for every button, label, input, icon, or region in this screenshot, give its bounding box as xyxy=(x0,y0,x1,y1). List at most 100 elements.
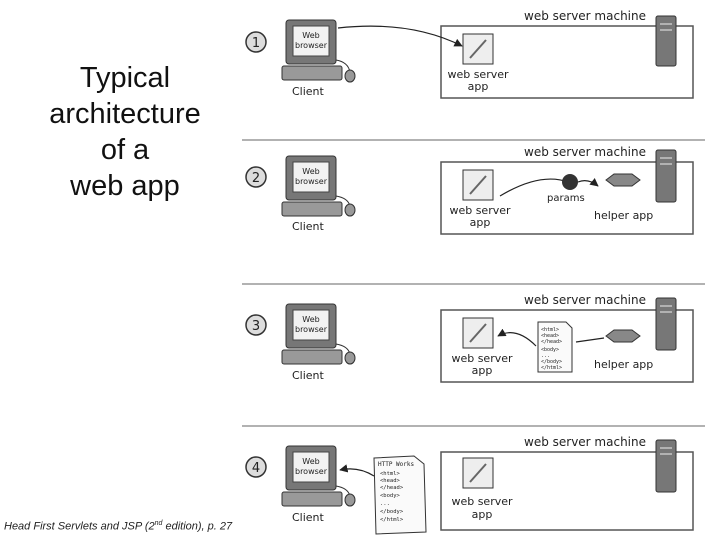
server-machine-label: web server machine xyxy=(524,145,646,159)
server-tower xyxy=(655,149,677,203)
step-badge xyxy=(245,31,267,53)
slide-title: Typical architecture of a web app xyxy=(20,60,230,204)
step-number: 1 xyxy=(252,36,260,51)
http-document-line: </body> xyxy=(380,509,404,515)
keyboard xyxy=(281,349,343,365)
server-machine-frame xyxy=(440,161,694,235)
http-document-page xyxy=(373,455,427,535)
server-app-box xyxy=(462,457,494,489)
server-machine-frame xyxy=(440,451,694,531)
request-arrow xyxy=(337,25,463,47)
browser-label-line2: browser xyxy=(295,177,328,186)
server-machine-frame xyxy=(440,25,694,99)
mouse xyxy=(344,351,356,365)
client-computer: Web browser Client xyxy=(281,155,356,233)
browser-label-line1: Web xyxy=(302,167,319,176)
citation-superscript: nd xyxy=(154,520,163,527)
architecture-diagram: 1 Web browser Client web server machine … xyxy=(242,9,705,535)
html-document-line: <head> xyxy=(541,333,559,339)
server-machine-frame xyxy=(440,309,694,383)
server-app-icon xyxy=(469,323,487,343)
title-line-2: architecture xyxy=(49,98,201,130)
http-document-line: </head> xyxy=(380,485,404,491)
tower-body xyxy=(655,439,677,493)
browser-label-line2: browser xyxy=(295,41,328,50)
step-badge xyxy=(245,166,267,188)
http-document-header: HTTP Works xyxy=(378,461,415,468)
http-document-line: <head> xyxy=(380,478,401,484)
server-machine-label: web server machine xyxy=(524,293,646,307)
server-app-icon xyxy=(469,463,487,483)
client-label: Client xyxy=(292,511,325,524)
step-4: 4 Web browser Client web server machine … xyxy=(245,435,694,535)
server-machine-label: web server machine xyxy=(524,435,646,449)
html-document-line: <body> xyxy=(541,347,559,353)
tower-body xyxy=(655,297,677,351)
tower-body xyxy=(655,15,677,67)
keyboard xyxy=(281,65,343,81)
html-document-line: </body> xyxy=(541,359,562,365)
params-dot xyxy=(562,174,578,190)
server-app-label-line1: web server xyxy=(451,495,513,508)
http-document-line: <html> xyxy=(380,471,401,477)
server-app-label-line2: app xyxy=(472,364,493,377)
mouse xyxy=(344,493,356,507)
client-label: Client xyxy=(292,369,325,382)
response-arrow xyxy=(339,464,375,477)
server-app-label-line1: web server xyxy=(451,352,513,365)
step-3: 3 Web browser Client web server machine … xyxy=(245,293,694,383)
tower-body xyxy=(655,149,677,203)
server-app-icon xyxy=(469,175,487,195)
title-line-3: of a xyxy=(100,134,150,166)
html-document-page xyxy=(537,321,573,373)
client-label: Client xyxy=(292,220,325,233)
helper-app-label: helper app xyxy=(594,209,653,222)
helper-app-icon xyxy=(605,329,641,343)
helper-app-icon xyxy=(605,173,641,187)
html-document-line: </html> xyxy=(541,365,562,371)
monitor-screen xyxy=(292,309,330,341)
server-machine-label: web server machine xyxy=(524,9,646,23)
browser-label-line1: Web xyxy=(302,457,319,466)
mouse xyxy=(344,203,356,217)
step-2: 2 Web browser Client web server machine … xyxy=(245,145,694,235)
source-citation: Head First Servlets and JSP (2nd edition… xyxy=(4,520,232,533)
step-1: 1 Web browser Client web server machine … xyxy=(245,9,694,99)
http-response-document: HTTP Works <html> <head> </head> <body> … xyxy=(373,455,427,535)
server-app-box xyxy=(462,33,494,65)
server-tower xyxy=(655,297,677,351)
server-app-label-line2: app xyxy=(468,80,489,93)
monitor-screen xyxy=(292,25,330,57)
server-tower xyxy=(655,439,677,493)
client-computer: Web browser Client xyxy=(281,303,356,382)
keyboard xyxy=(281,491,343,507)
server-app-label-line1: web server xyxy=(449,204,511,217)
browser-label-line2: browser xyxy=(295,467,328,476)
html-document-line: </head> xyxy=(541,339,562,345)
step-number: 2 xyxy=(252,171,260,186)
server-app-label-line1: web server xyxy=(447,68,509,81)
document-to-server-arrow xyxy=(497,328,537,347)
title-line-4: web app xyxy=(70,170,180,202)
http-document-line: ... xyxy=(380,501,390,507)
http-document-line: </html> xyxy=(380,517,404,523)
server-app-icon xyxy=(469,39,487,59)
monitor-screen xyxy=(292,451,330,483)
server-app-label-line2: app xyxy=(470,216,491,229)
title-line-1: Typical xyxy=(79,62,171,94)
html-document-line: ... xyxy=(541,353,550,359)
http-document-line: <body> xyxy=(380,493,401,499)
citation-text: Head First Servlets and JSP (2 xyxy=(4,520,155,533)
client-computer: Web browser Client xyxy=(281,445,356,524)
step-badge xyxy=(245,456,267,478)
step-number: 4 xyxy=(252,461,260,476)
browser-label-line1: Web xyxy=(302,315,319,324)
step-number: 3 xyxy=(252,319,260,334)
helper-to-document-arrow xyxy=(575,337,605,343)
citation-suffix: edition), p. 27 xyxy=(162,520,233,533)
server-tower xyxy=(655,15,677,67)
params-label: params xyxy=(547,193,585,204)
html-document: <html> <head> </head> <body> ... </body>… xyxy=(537,321,573,373)
browser-label-line1: Web xyxy=(302,31,319,40)
mouse xyxy=(344,69,356,83)
